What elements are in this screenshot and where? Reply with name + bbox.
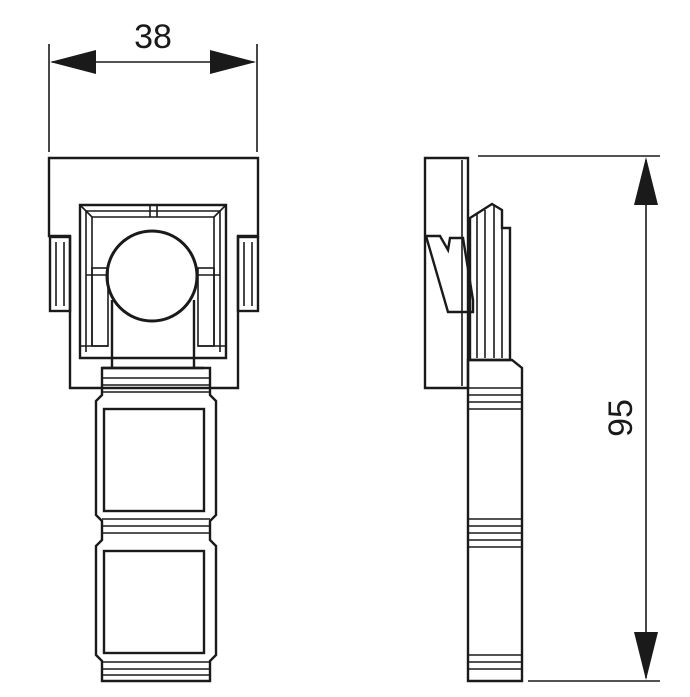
right-jaw bbox=[197, 267, 215, 347]
side-view bbox=[423, 156, 524, 683]
width-dimension: 38 bbox=[48, 18, 258, 152]
arrowhead-left bbox=[50, 50, 96, 74]
clamp-frame bbox=[78, 203, 228, 360]
front-view bbox=[47, 156, 260, 683]
arrowhead-right bbox=[210, 50, 256, 74]
arrowhead-top bbox=[634, 157, 658, 205]
left-side-tab bbox=[48, 235, 72, 313]
side-strap-profile bbox=[466, 358, 524, 683]
right-side-tab bbox=[236, 235, 260, 313]
side-clamp-profile bbox=[468, 202, 512, 362]
lower-strap-pad bbox=[102, 549, 206, 655]
width-dimension-label: 38 bbox=[134, 18, 172, 56]
side-latch bbox=[424, 234, 475, 314]
upper-strap-pad bbox=[102, 407, 206, 513]
height-dimension: 95 bbox=[478, 155, 660, 682]
strap-body bbox=[94, 366, 218, 683]
pipe-circle bbox=[105, 229, 199, 323]
arrowhead-bottom bbox=[634, 632, 658, 680]
height-dimension-label: 95 bbox=[602, 399, 640, 437]
left-jaw bbox=[91, 267, 109, 347]
